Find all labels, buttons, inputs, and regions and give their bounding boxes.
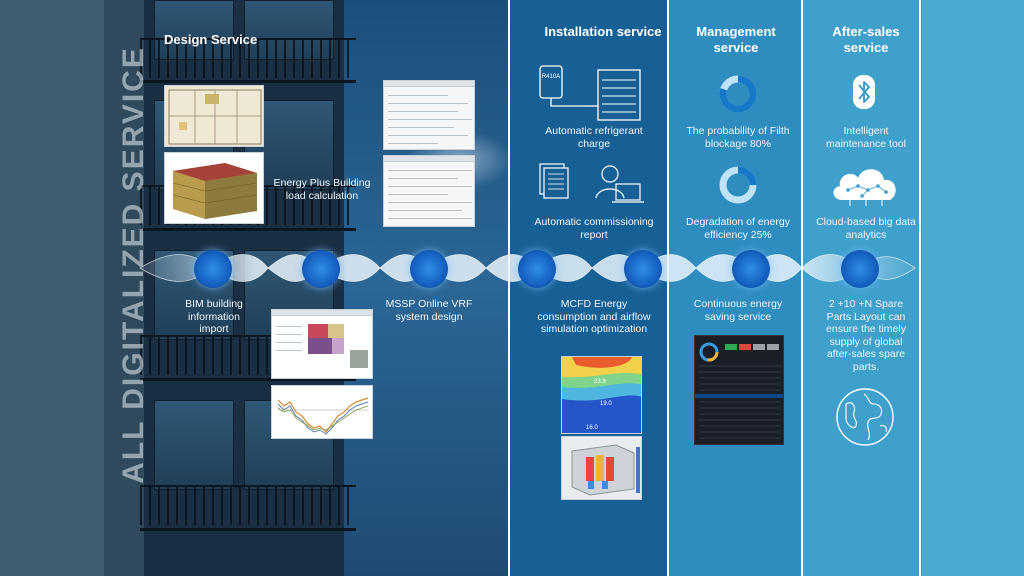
left-band [0,0,104,576]
heading-aftersales: After-sales service [832,24,900,55]
flow-node [194,250,232,288]
label-energyplus: Energy Plus Building load calculation [273,177,371,202]
flow-node [302,250,340,288]
balcony-slab [140,80,356,83]
flow-node [410,250,448,288]
label-cloud: Cloud-based big data analytics [816,216,916,241]
load-chart-screenshot [271,385,373,439]
balcony-rail [140,38,356,78]
right-band [922,0,1024,576]
building-sidewall [104,0,146,576]
label-spare-parts: 2 +10 +N Spare Parts Layout can ensure t… [826,298,906,373]
mssp-screenshot-2 [383,155,475,227]
label-refrigerant: Automatic refrigerant charge [545,125,643,150]
flow-node [624,250,662,288]
floor-plan-screenshot [164,85,264,147]
label-maintenance: Intelligent maintenance tool [826,125,906,150]
energy-dashboard-screenshot [694,335,784,445]
balcony-slab [140,528,356,531]
contour-label: 23.9 [594,379,606,385]
label-filth: The probability of Filth blockage 80% [686,125,790,150]
dashboard-drawing [695,342,783,439]
flow-node [732,250,770,288]
heading-design: Design Service [164,32,258,47]
heading-management: Management service [696,24,776,55]
balcony-slab [140,228,356,231]
airflow-contour-drawing: 23.9 19.0 16.0 [562,357,641,433]
airflow-contour-screenshot: 23.9 19.0 16.0 [561,356,642,434]
contour-label: 19.0 [600,401,612,407]
bim-building-drawing [172,163,258,219]
load-chart-drawing [277,397,369,435]
filth-gauge-icon [719,75,757,113]
heading-installation: Installation service [544,24,662,39]
label-bim: BIM building information import [185,298,243,335]
globe-icon [836,388,894,446]
tank-label: R410A [542,74,560,80]
divider [667,0,669,576]
degradation-gauge-icon [719,166,757,204]
room-simulation-drawing [571,444,640,496]
divider [508,0,510,576]
refrigerant-charge-icon: R410A [539,65,641,121]
bim-model-screenshot [164,152,264,224]
label-mssp: MSSP Online VRF system design [385,298,473,323]
mssp-screenshot-1 [383,80,475,150]
balcony-rail [140,485,356,525]
label-degradation: Degradation of energy efficiency 25% [686,216,790,241]
commissioning-report-icon [539,163,644,203]
flow-node [518,250,556,288]
balcony-slab [140,378,356,381]
label-commissioning: Automatic commissioning report [534,216,654,241]
management-panel [668,0,802,576]
cloud-data-icon [833,169,896,206]
label-mcfd: MCFD Energy consumption and airflow simu… [537,298,651,335]
floor-plan-drawing [168,89,262,145]
room-simulation-screenshot [561,436,642,500]
label-continuous: Continuous energy saving service [693,298,783,323]
simulation-screenshot [271,309,373,379]
flow-node [841,250,879,288]
divider [919,0,921,576]
contour-label: 16.0 [586,425,598,431]
bluetooth-icon [853,75,875,109]
divider [801,0,803,576]
